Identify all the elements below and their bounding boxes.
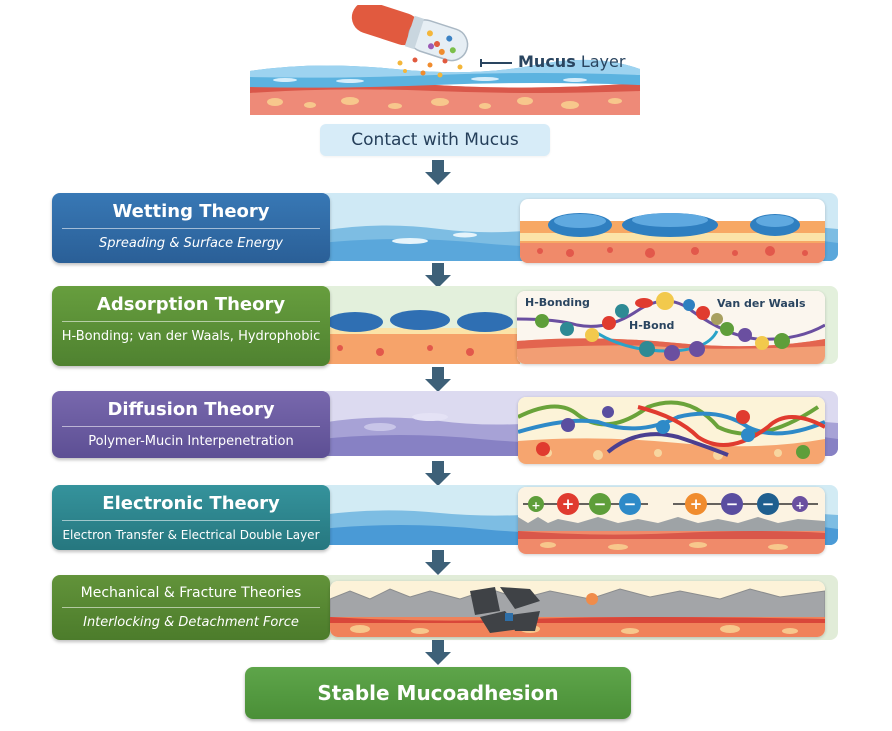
adsorption-panel: H-Bonding H-Bond Van der Waals bbox=[517, 291, 825, 364]
electronic-theory-box: Electronic Theory Electron Transfer & El… bbox=[52, 485, 330, 550]
down-arrow-icon bbox=[425, 367, 451, 393]
charge-sign: − bbox=[594, 495, 607, 513]
theory-title: Mechanical & Fracture Theories bbox=[80, 585, 302, 601]
negative-charge-icon bbox=[589, 493, 611, 515]
h-bonding-label: H-Bonding bbox=[525, 296, 590, 309]
electronic-panel: ++−−+−−+ bbox=[518, 487, 825, 554]
wetting-theory-box: Wetting Theory Spreading & Surface Energ… bbox=[52, 193, 330, 263]
divider bbox=[62, 228, 320, 229]
diffusion-theory-box: Diffusion Theory Polymer-Mucin Interpene… bbox=[52, 391, 330, 458]
negative-charge-icon bbox=[757, 493, 779, 515]
divider bbox=[62, 607, 320, 608]
contact-with-mucus-step: Contact with Mucus bbox=[320, 124, 550, 156]
positive-charge-icon bbox=[685, 493, 707, 515]
down-arrow-icon bbox=[425, 640, 451, 666]
wetting-panel bbox=[520, 199, 825, 263]
theory-title: Adsorption Theory bbox=[96, 294, 286, 315]
theory-title: Electronic Theory bbox=[102, 493, 280, 514]
down-arrow-icon bbox=[425, 550, 451, 576]
positive-charge-icon bbox=[792, 496, 808, 512]
negative-charge-icon bbox=[721, 493, 743, 515]
theory-title: Diffusion Theory bbox=[107, 399, 275, 420]
positive-charge-icon bbox=[528, 496, 544, 512]
theory-subtitle: Interlocking & Detachment Force bbox=[83, 615, 299, 630]
mucus-label-rest: Layer bbox=[580, 52, 626, 71]
interlocking-fragments bbox=[470, 587, 540, 633]
negative-charge-icon bbox=[619, 493, 641, 515]
charge-sign: − bbox=[624, 495, 637, 513]
van-der-waals-label: Van der Waals bbox=[717, 297, 806, 310]
charge-sign: + bbox=[531, 499, 540, 512]
theory-title: Wetting Theory bbox=[112, 201, 270, 222]
h-bond-label: H-Bond bbox=[629, 319, 675, 332]
divider bbox=[62, 426, 320, 427]
mechanical-panel bbox=[330, 581, 825, 637]
positive-charge-icon bbox=[557, 493, 579, 515]
charge-sign: − bbox=[762, 495, 775, 513]
down-arrow-icon bbox=[425, 461, 451, 487]
mucus-layer-label: Mucus Layer bbox=[480, 52, 626, 71]
charge-sign: − bbox=[726, 495, 739, 513]
down-arrow-icon bbox=[425, 263, 451, 289]
theory-subtitle: Electron Transfer & Electrical Double La… bbox=[62, 528, 320, 542]
charge-sign: + bbox=[690, 495, 703, 513]
mucus-label-bold: Mucus bbox=[518, 52, 576, 71]
down-arrow-icon bbox=[425, 160, 451, 186]
mechanical-theory-box: Mechanical & Fracture Theories Interlock… bbox=[52, 575, 330, 640]
divider bbox=[62, 321, 320, 322]
diffusion-panel bbox=[518, 397, 825, 464]
charge-sign: + bbox=[562, 495, 575, 513]
stable-mucoadhesion-result: Stable Mucoadhesion bbox=[245, 667, 631, 719]
pointer-line bbox=[480, 58, 512, 67]
theory-subtitle: Polymer-Mucin Interpenetration bbox=[88, 434, 294, 449]
divider bbox=[62, 520, 320, 521]
adsorption-theory-box: Adsorption Theory H-Bonding; van der Waa… bbox=[52, 286, 330, 366]
charge-sign: + bbox=[795, 499, 804, 512]
theory-subtitle: Spreading & Surface Energy bbox=[99, 236, 283, 251]
capsule-mucus-illustration bbox=[235, 5, 655, 120]
theory-subtitle: H-Bonding; van der Waals, Hydrophobic bbox=[61, 329, 321, 344]
